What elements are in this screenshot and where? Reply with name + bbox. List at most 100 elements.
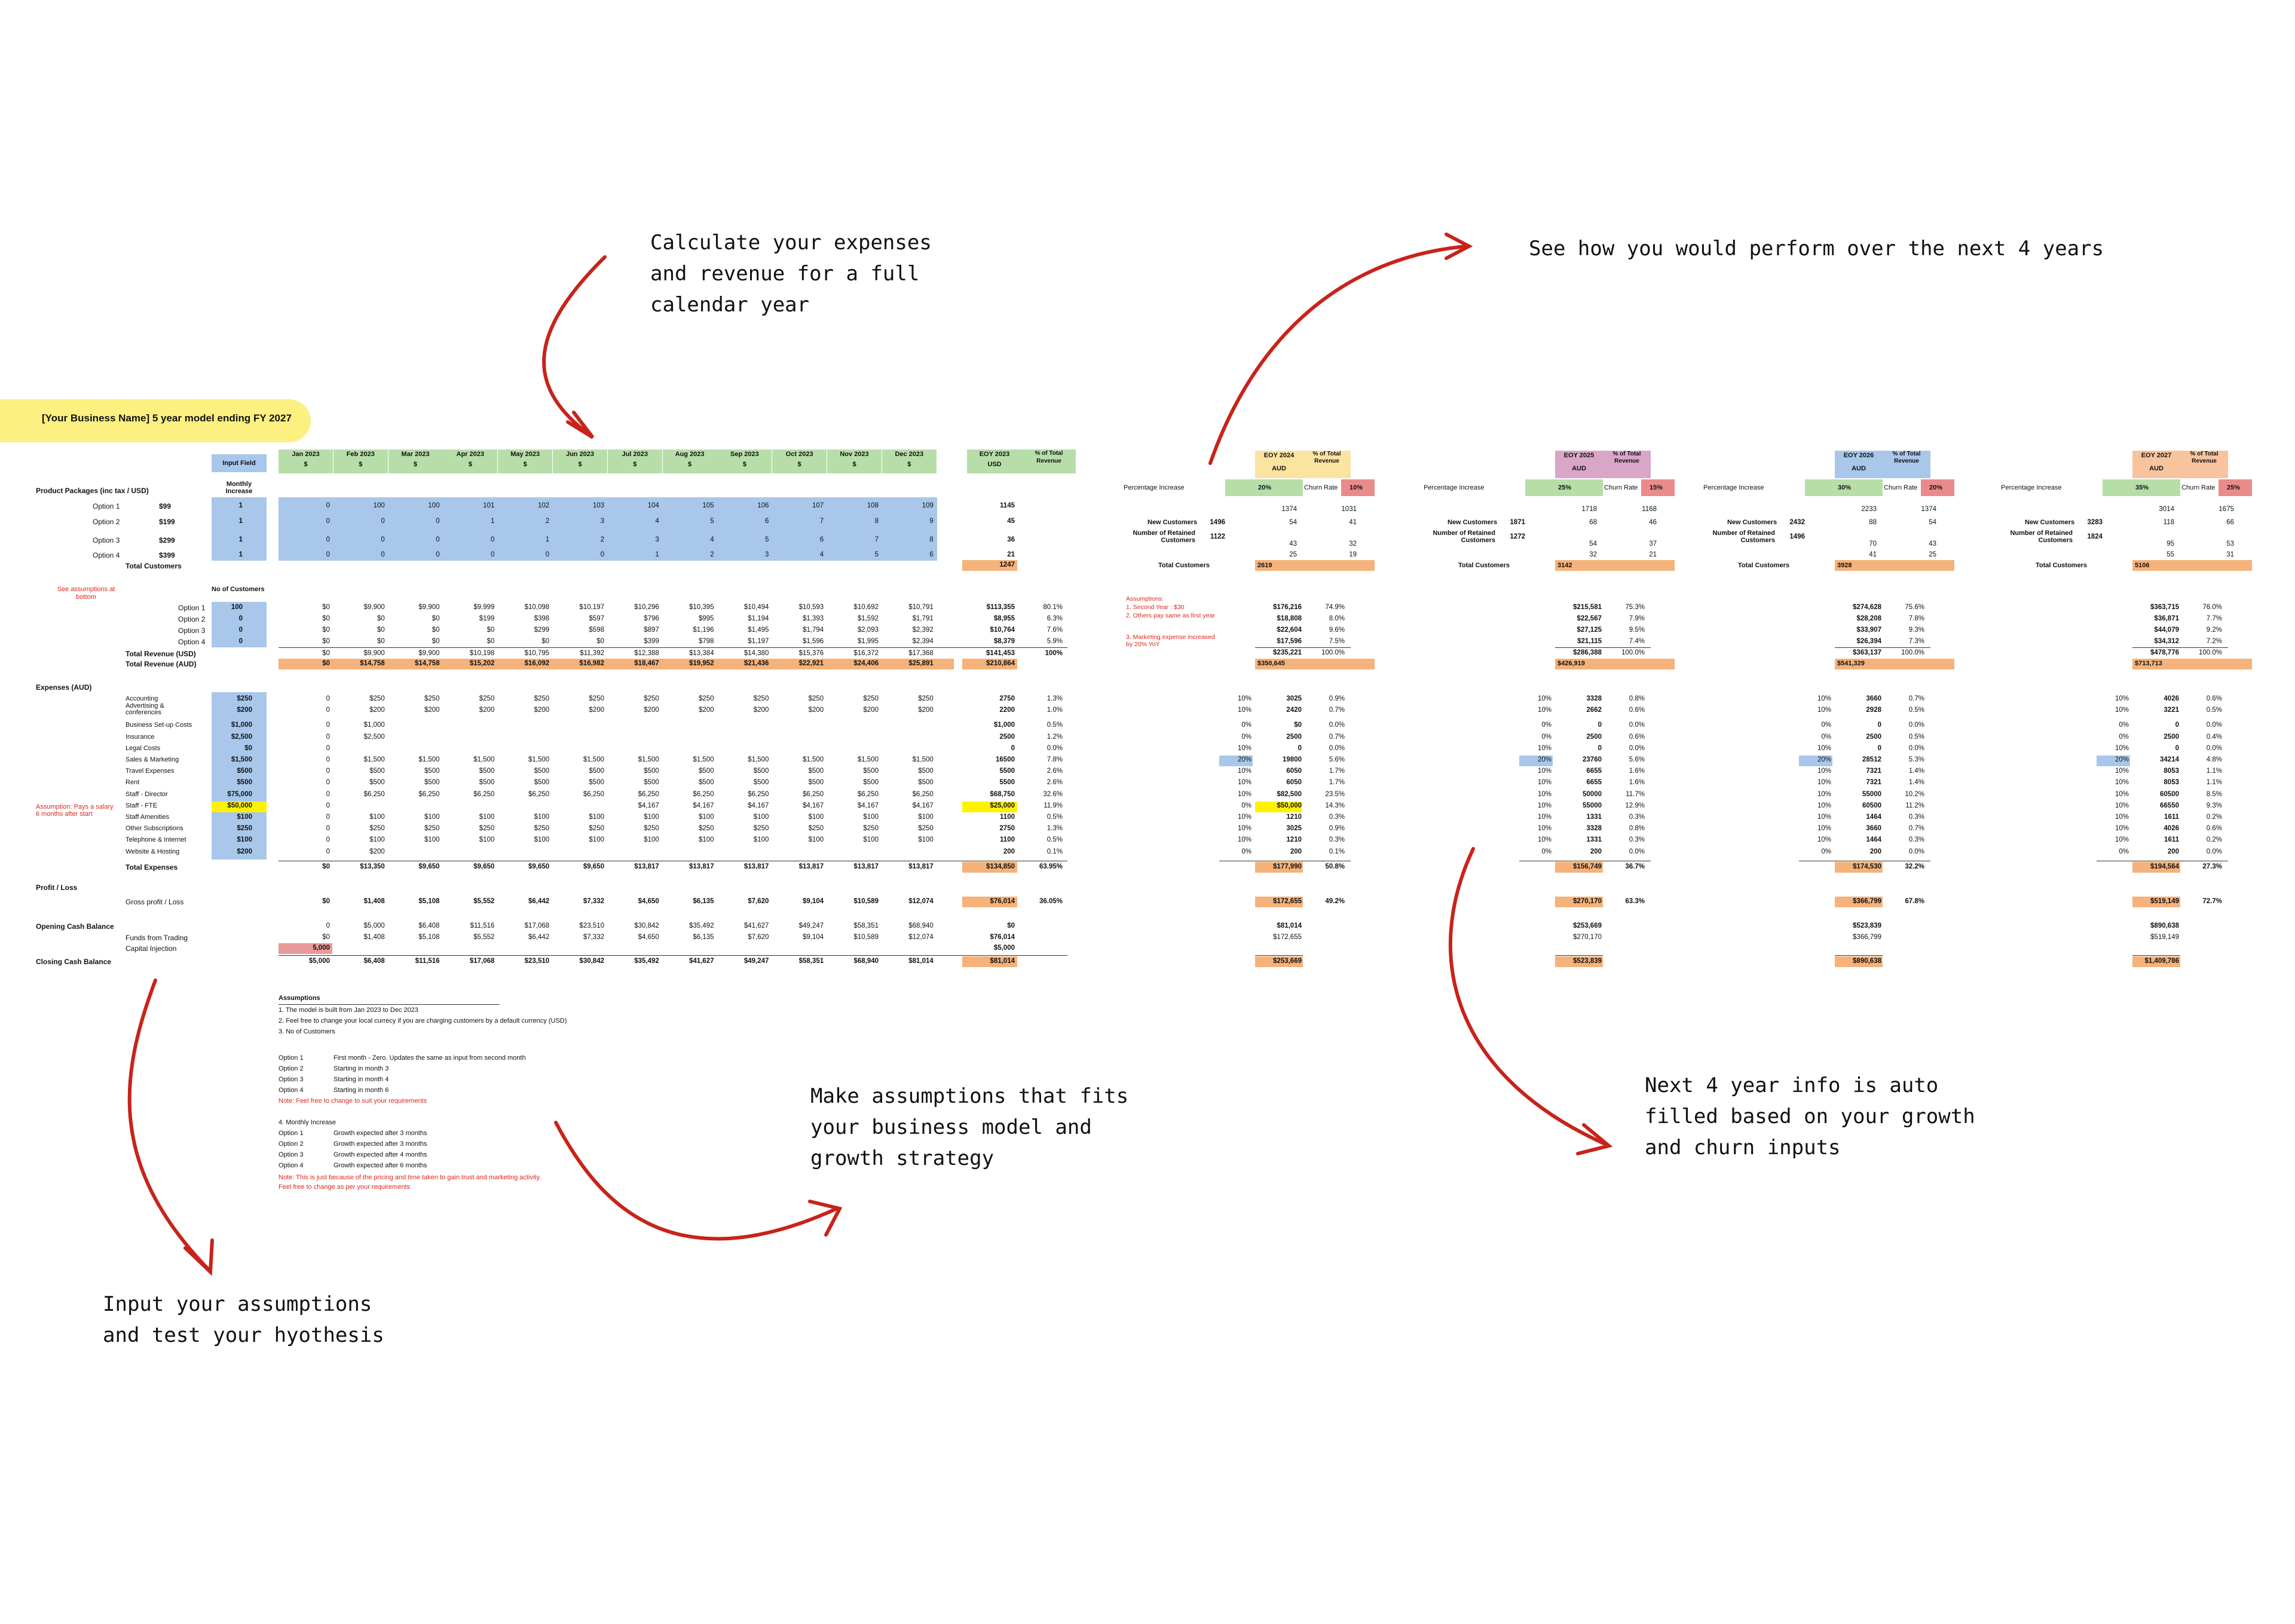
marketing-growth-cell[interactable] [1799, 756, 1832, 766]
expense-growth[interactable]: 0% [1241, 802, 1251, 809]
expense-growth[interactable]: 20% [1537, 756, 1552, 763]
expense-growth[interactable]: 10% [1817, 836, 1831, 844]
expense-growth[interactable]: 10% [1237, 744, 1251, 752]
capital-input[interactable]: 5,000 [313, 944, 330, 952]
growth-cell[interactable] [1525, 479, 1603, 496]
expense-input[interactable]: $100 [237, 836, 252, 844]
expense-growth[interactable]: 10% [1237, 825, 1251, 833]
expense-growth[interactable]: 0% [1241, 848, 1251, 855]
expense-growth[interactable]: 10% [2115, 707, 2129, 714]
customers-input[interactable]: 0 [238, 626, 243, 634]
expense-growth[interactable]: 10% [1817, 744, 1831, 752]
expense-growth[interactable]: 10% [1817, 802, 1831, 809]
expense-growth[interactable]: 10% [2115, 779, 2129, 787]
package-input-block[interactable] [212, 497, 267, 561]
expense-input[interactable]: $500 [237, 767, 252, 775]
growth-value[interactable]: 30% [1838, 484, 1852, 491]
churn-cell[interactable] [1341, 479, 1375, 496]
expense-growth[interactable]: 0% [1541, 721, 1552, 729]
growth-value[interactable]: 20% [1258, 484, 1272, 491]
expense-growth[interactable]: 10% [1817, 790, 1831, 798]
expense-growth[interactable]: 10% [1237, 813, 1251, 821]
expense-growth[interactable]: 10% [1237, 767, 1251, 775]
expense-input[interactable]: $1,000 [231, 721, 252, 729]
expense-input-block[interactable] [212, 692, 267, 860]
expense-growth[interactable]: 10% [2115, 813, 2129, 821]
expense-growth[interactable]: 10% [1537, 813, 1552, 821]
expense-growth[interactable]: 0% [1541, 733, 1552, 741]
expense-input[interactable]: $250 [237, 695, 252, 702]
expense-growth[interactable]: 10% [1537, 802, 1552, 809]
growth-cell[interactable] [2103, 479, 2180, 496]
expense-growth[interactable]: 10% [1817, 695, 1831, 702]
package-increase-input[interactable]: 1 [238, 518, 243, 525]
expense-growth[interactable]: 10% [2115, 802, 2129, 809]
expense-growth[interactable]: 0% [1541, 848, 1552, 855]
expense-growth[interactable]: 0% [1821, 733, 1831, 741]
marketing-growth-cell[interactable] [1219, 756, 1253, 766]
expense-growth[interactable]: 10% [1537, 790, 1552, 798]
expense-growth[interactable]: 20% [1237, 756, 1251, 763]
expense-growth[interactable]: 10% [1817, 779, 1831, 787]
capital-input-cell[interactable] [279, 943, 332, 954]
expense-growth[interactable]: 10% [1237, 779, 1251, 787]
expense-growth[interactable]: 10% [2115, 695, 2129, 702]
expense-input[interactable]: $0 [244, 744, 252, 752]
expense-input[interactable]: $2,500 [231, 733, 252, 741]
expense-growth[interactable]: 0% [1821, 848, 1831, 855]
marketing-growth-cell[interactable] [1519, 756, 1553, 766]
expense-input[interactable]: $1,500 [231, 756, 252, 763]
churn-cell[interactable] [1921, 479, 1954, 496]
expense-growth[interactable]: 10% [1817, 813, 1831, 821]
expense-growth[interactable]: 10% [1537, 767, 1552, 775]
expense-growth[interactable]: 0% [2119, 848, 2129, 855]
expense-growth[interactable]: 10% [2115, 767, 2129, 775]
customers-input[interactable]: 0 [238, 615, 243, 622]
package-grid-block[interactable] [279, 497, 937, 561]
expense-growth[interactable]: 10% [2115, 836, 2129, 844]
customer-input-block[interactable] [212, 602, 267, 647]
growth-value[interactable]: 35% [2135, 484, 2149, 491]
growth-value[interactable]: 25% [1558, 484, 1572, 491]
expense-growth[interactable]: 0% [2119, 733, 2129, 741]
expense-growth[interactable]: 10% [1237, 707, 1251, 714]
customers-input[interactable]: 0 [238, 638, 243, 645]
churn-cell[interactable] [1641, 479, 1675, 496]
expense-growth[interactable]: 10% [1237, 695, 1251, 702]
expense-growth[interactable]: 10% [1817, 767, 1831, 775]
expense-growth[interactable]: 20% [1817, 756, 1831, 763]
expense-growth[interactable]: 10% [1537, 836, 1552, 844]
churn-value[interactable]: 20% [1929, 484, 1943, 491]
expense-growth[interactable]: 10% [1237, 836, 1251, 844]
expense-input[interactable]: $200 [237, 848, 252, 855]
churn-value[interactable]: 10% [1350, 484, 1363, 491]
package-increase-input[interactable]: 1 [238, 536, 243, 543]
expense-growth[interactable]: 10% [1537, 707, 1552, 714]
expense-input[interactable]: $75,000 [227, 790, 252, 798]
churn-cell[interactable] [2218, 479, 2252, 496]
expense-growth[interactable]: 0% [1821, 721, 1831, 729]
expense-input[interactable]: $100 [237, 813, 252, 821]
package-increase-input[interactable]: 1 [238, 502, 243, 509]
expense-growth[interactable]: 0% [2119, 721, 2129, 729]
expense-growth[interactable]: 10% [1537, 744, 1552, 752]
churn-value[interactable]: 25% [2227, 484, 2241, 491]
expense-growth[interactable]: 10% [1537, 825, 1552, 833]
expense-input[interactable]: $50,000 [227, 802, 252, 809]
expense-growth[interactable]: 10% [2115, 744, 2129, 752]
expense-growth[interactable]: 10% [1537, 695, 1552, 702]
expense-input[interactable]: $200 [237, 707, 252, 714]
expense-growth[interactable]: 10% [1817, 707, 1831, 714]
expense-growth[interactable]: 10% [1537, 779, 1552, 787]
customers-input[interactable]: 100 [231, 604, 243, 611]
expense-growth[interactable]: 20% [2115, 756, 2129, 763]
churn-value[interactable]: 15% [1650, 484, 1663, 491]
expense-growth[interactable]: 10% [2115, 825, 2129, 833]
expense-growth[interactable]: 0% [1241, 721, 1251, 729]
expense-growth[interactable]: 0% [1241, 733, 1251, 741]
package-increase-input[interactable]: 1 [238, 551, 243, 558]
expense-growth[interactable]: 10% [1237, 790, 1251, 798]
expense-input[interactable]: $500 [237, 779, 252, 787]
growth-cell[interactable] [1225, 479, 1303, 496]
marketing-growth-cell[interactable] [2097, 756, 2130, 766]
